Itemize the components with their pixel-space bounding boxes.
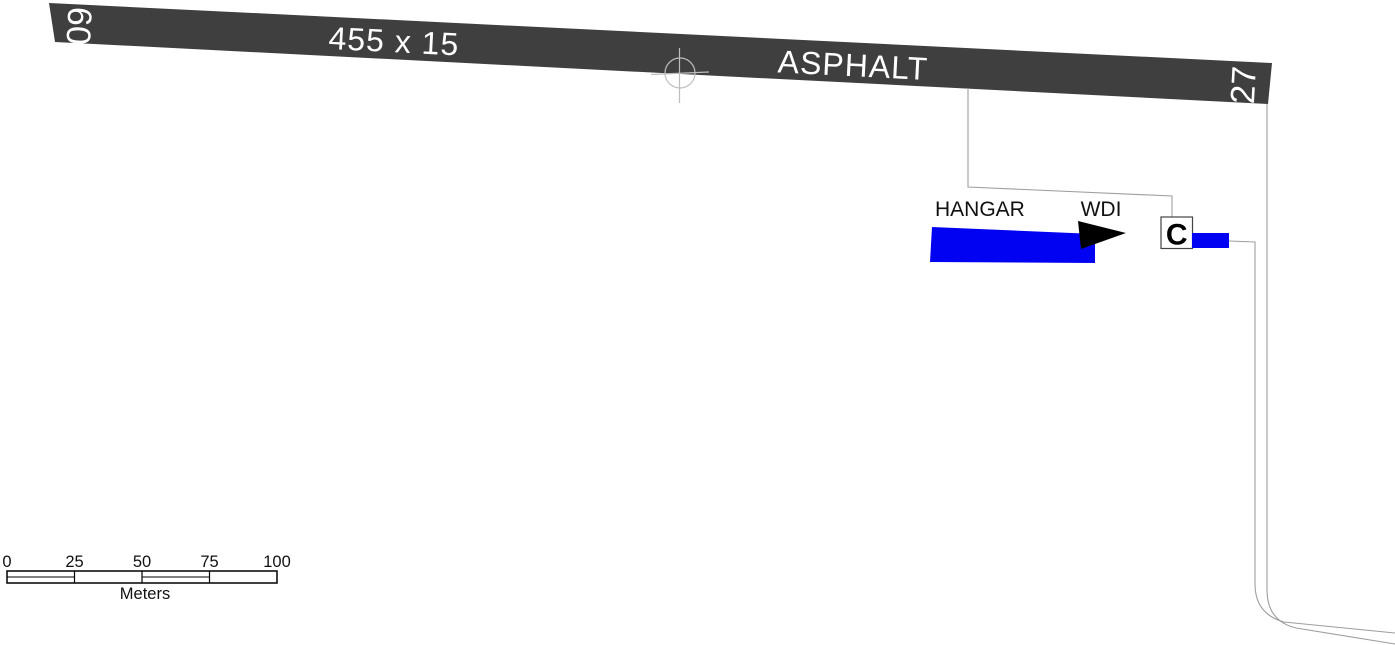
perimeter-line-inner	[1228, 240, 1395, 634]
runway-end-27-label: 27	[1224, 65, 1264, 105]
scale-tick-75: 75	[200, 553, 218, 571]
hangar-building	[930, 227, 1095, 263]
scale-tick-0: 0	[2, 553, 11, 571]
runway-end-09-label: 09	[60, 6, 100, 46]
scale-tick-25: 25	[65, 553, 83, 571]
perimeter-line-east	[1266, 104, 1395, 645]
airport-reference-point-icon	[650, 48, 710, 103]
wind-direction-indicator-icon	[1078, 221, 1126, 249]
runway-surface-label: ASPHALT	[777, 43, 929, 87]
compass-pad-box	[1160, 216, 1194, 250]
scale-tick-100: 100	[263, 553, 291, 571]
wdi-label: WDI	[1081, 198, 1122, 221]
compass-pad-letter: C	[1166, 218, 1188, 251]
taxiway-outline	[967, 88, 1173, 217]
runway-surface	[49, 3, 1272, 104]
scale-tick-50: 50	[133, 553, 151, 571]
small-building	[1192, 233, 1229, 248]
scale-bar: 0 25 50 75 100 Meters	[2, 553, 290, 603]
hangar-label: HANGAR	[935, 198, 1025, 221]
scale-unit-label: Meters	[120, 585, 170, 603]
runway-size-label: 455 x 15	[328, 20, 460, 63]
